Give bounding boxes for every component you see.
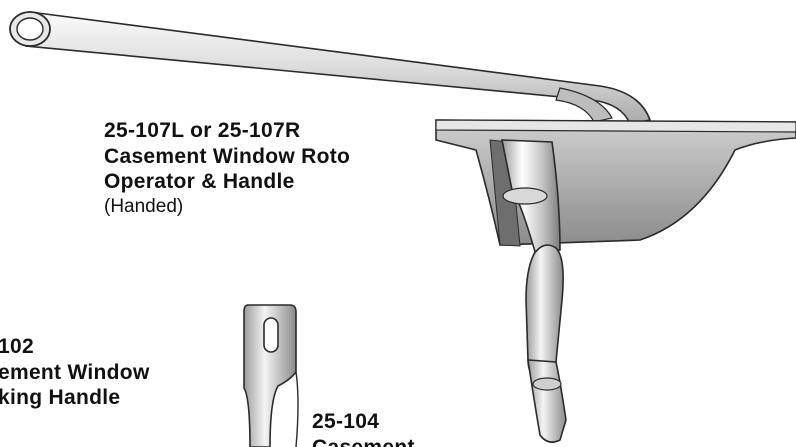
locking-handle-name-line2: king Handle bbox=[0, 386, 121, 410]
roto-operator-arm bbox=[9, 11, 652, 125]
roto-operator-name-line1: Casement Window Roto bbox=[104, 144, 351, 168]
locking-handle-caption: 102 ement Window king Handle bbox=[0, 334, 150, 411]
locking-handle bbox=[243, 304, 299, 447]
roto-operator-caption: 25-107L or 25-107R Casement Window Roto … bbox=[104, 118, 350, 218]
operator-housing bbox=[435, 119, 796, 247]
roto-operator-part-number: 25-107L or 25-107R bbox=[104, 119, 301, 142]
locking-handle-name-line1: ement Window bbox=[0, 360, 150, 384]
roto-operator-name-line2: Operator & Handle bbox=[104, 170, 295, 194]
part-104-caption: 25-104 Casement bbox=[312, 409, 415, 447]
roto-operator-note: (Handed) bbox=[104, 195, 184, 217]
crank-handle bbox=[501, 139, 567, 443]
locking-handle-part-number: 102 bbox=[0, 335, 34, 358]
part-104-name-line1: Casement bbox=[312, 435, 415, 447]
part-104-part-number: 25-104 bbox=[312, 410, 380, 433]
